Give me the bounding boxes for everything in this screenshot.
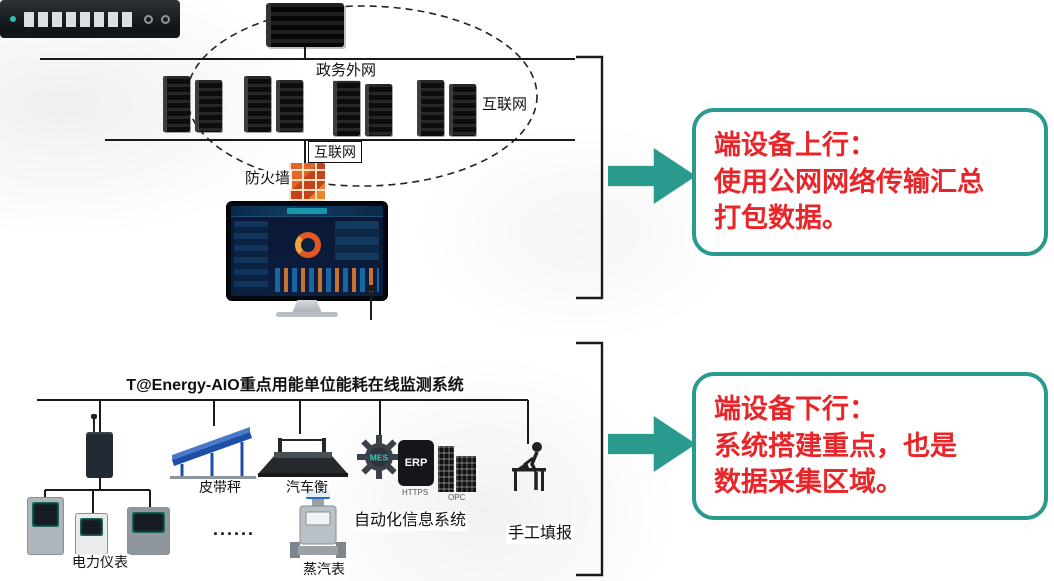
power-meter-label: 电力仪表 bbox=[70, 554, 130, 572]
system-title: T@Energy-AIO重点用能单位能耗在线监测系统 bbox=[126, 377, 464, 394]
dashboard-screen bbox=[231, 206, 383, 296]
monitor-base bbox=[276, 312, 338, 317]
dashboard-donut-chart bbox=[295, 232, 321, 258]
switch-connector bbox=[144, 14, 153, 24]
dtu-antenna-tip bbox=[91, 414, 97, 419]
switch-antenna-tip bbox=[367, 285, 375, 291]
server-tower-icon bbox=[276, 80, 303, 132]
erp-icon: ERP bbox=[398, 440, 434, 486]
server-rack-group-3 bbox=[333, 80, 392, 136]
truck-scale-label: 汽车衡 bbox=[284, 479, 330, 497]
server-tower-icon bbox=[163, 76, 190, 132]
mainframe-server-icon bbox=[266, 3, 344, 47]
dtu-modem-icon bbox=[86, 432, 113, 478]
monitor-stand bbox=[292, 300, 322, 313]
server-tower-icon bbox=[365, 84, 392, 136]
mes-gear-icon: MES bbox=[357, 435, 401, 479]
meter-screen bbox=[132, 512, 165, 533]
manual-entry-icon bbox=[512, 442, 546, 491]
steam-meter-icon bbox=[290, 490, 346, 558]
mes-label: MES bbox=[370, 453, 389, 463]
callout-uplink-text: 端设备上行： 使用公网网络传输汇总 打包数据。 bbox=[714, 130, 984, 234]
switch-connector bbox=[161, 14, 170, 24]
dashboard-header-bar bbox=[231, 206, 383, 217]
dtu-antenna bbox=[93, 418, 95, 432]
dashboard-left-panel bbox=[234, 221, 268, 292]
gateway-switch bbox=[0, 0, 180, 38]
erp-label: ERP bbox=[404, 457, 428, 469]
dashboard-bar-chart bbox=[275, 268, 379, 292]
server-rack-group-2 bbox=[244, 76, 303, 132]
gov-extranet-label: 政务外网 bbox=[314, 62, 379, 81]
switch-antenna bbox=[370, 290, 372, 320]
upper-bracket bbox=[576, 55, 604, 300]
steam-meter-label: 蒸汽表 bbox=[301, 561, 347, 579]
bus-lines bbox=[37, 46, 575, 515]
belt-scale-icon bbox=[170, 427, 256, 479]
server-tower-icon bbox=[449, 84, 476, 136]
server-tower-icon bbox=[244, 76, 271, 132]
server-rack-group-1 bbox=[163, 76, 222, 132]
server-tower-icon bbox=[333, 80, 360, 136]
server-tower-icon bbox=[195, 80, 222, 132]
opc-label: OPC bbox=[448, 493, 466, 502]
callout-downlink-text: 端设备下行： 系统搭建重点，也是 数据采集区域。 bbox=[714, 394, 957, 498]
building-tower bbox=[438, 446, 454, 492]
meter-screen bbox=[32, 502, 59, 528]
switch-led bbox=[10, 16, 16, 22]
automation-systems-label: 自动化信息系统 bbox=[352, 511, 469, 531]
manual-entry-label: 手工填报 bbox=[506, 524, 575, 544]
power-meter-icon bbox=[75, 513, 108, 555]
firewall-icon bbox=[289, 163, 325, 201]
server-rack-group-4 bbox=[417, 80, 476, 136]
internet-label: 互联网 bbox=[314, 144, 356, 160]
switch-ports bbox=[24, 11, 136, 27]
building-tower bbox=[456, 456, 476, 492]
server-tower-icon bbox=[417, 80, 444, 136]
internet-label-right: 互联网 bbox=[480, 96, 530, 115]
ellipsis-more-devices: ...... bbox=[211, 518, 258, 541]
dashboard-right-panel bbox=[335, 221, 379, 260]
power-meter-icon bbox=[27, 497, 64, 555]
truck-scale-icon bbox=[258, 438, 348, 477]
belt-scale-label: 皮带秤 bbox=[197, 479, 243, 497]
https-label: HTTPS bbox=[402, 488, 429, 497]
lower-bracket bbox=[576, 341, 604, 577]
dashboard-monitor bbox=[227, 202, 387, 300]
meter-screen bbox=[80, 518, 103, 536]
power-meter-icon bbox=[127, 507, 170, 555]
callout-downlink: 端设备下行： 系统搭建重点，也是 数据采集区域。 bbox=[692, 372, 1048, 520]
internet-label-box: 互联网 bbox=[308, 141, 362, 163]
building-icon bbox=[438, 446, 478, 492]
firewall-label: 防火墙 bbox=[243, 170, 293, 189]
callout-uplink: 端设备上行： 使用公网网络传输汇总 打包数据。 bbox=[692, 108, 1048, 256]
